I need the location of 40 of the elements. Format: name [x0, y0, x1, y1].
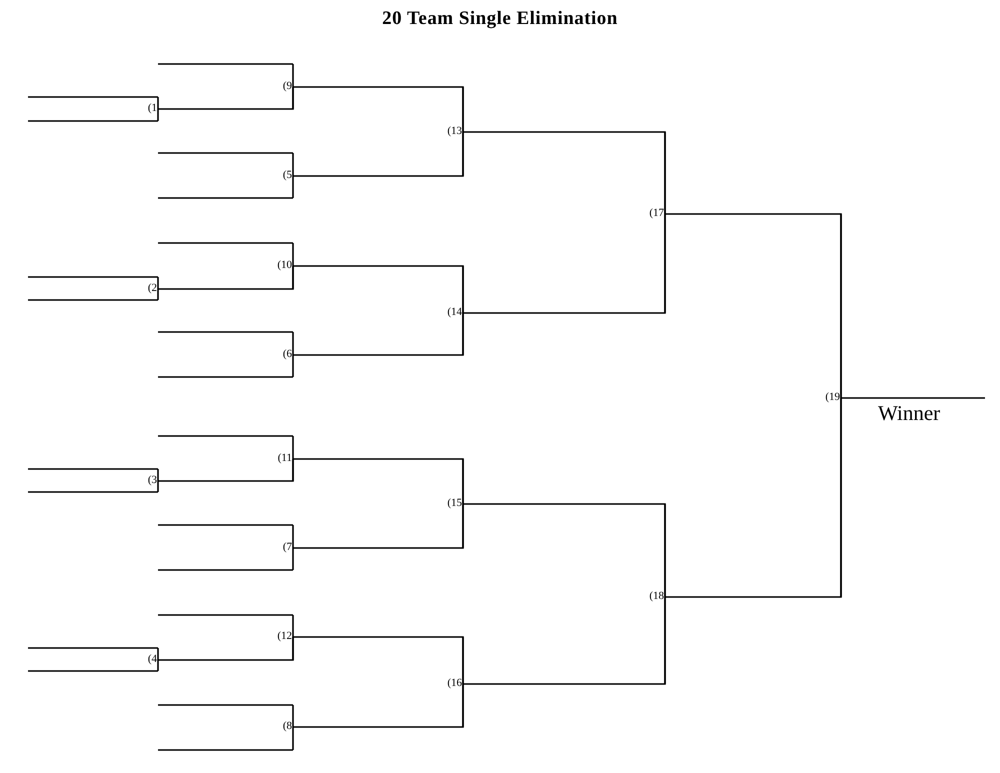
match-number: (10: [277, 259, 292, 272]
match-number: (19: [825, 391, 840, 404]
match-number: (8: [282, 720, 292, 733]
title: 20 Team Single Elimination: [382, 7, 618, 31]
bracket-line: [158, 87, 294, 110]
bracket-line: [293, 86, 464, 132]
match-number: (2: [148, 282, 157, 295]
match-number: (9: [282, 80, 292, 93]
match-number: (15: [447, 497, 462, 510]
bracket-line: [665, 213, 842, 398]
bracket-line: [463, 214, 666, 314]
winner-label: Winner: [878, 401, 940, 425]
bracket-line: [841, 397, 985, 399]
bracket-line: [158, 459, 294, 482]
match-number: (1: [148, 102, 157, 115]
bracket-line: [293, 458, 464, 504]
match-number: (12: [277, 630, 292, 643]
match-number: (16: [447, 677, 462, 690]
bracket-line: [463, 503, 666, 597]
match-number: (14: [447, 306, 462, 319]
bracket-line: [293, 265, 464, 313]
match-number: (17: [649, 207, 664, 220]
bracket-line: [293, 636, 464, 684]
bracket-line: [293, 132, 464, 177]
match-number: (13: [447, 125, 462, 138]
bracket-line: [158, 266, 294, 290]
bracket-line: [293, 684, 464, 728]
match-number: (7: [282, 541, 292, 554]
match-number: (11: [278, 452, 292, 465]
bracket-line: [158, 637, 294, 661]
bracket-line: [293, 504, 464, 549]
match-number: (4: [148, 653, 157, 666]
bracket-line: [463, 131, 666, 214]
bracket-line: [293, 313, 464, 356]
match-number: (6: [282, 348, 292, 361]
match-number: (3: [148, 474, 157, 487]
bracket-line: [665, 398, 842, 598]
match-number: (18: [649, 590, 664, 603]
match-number: (5: [282, 169, 292, 182]
bracket-line: [463, 597, 666, 685]
